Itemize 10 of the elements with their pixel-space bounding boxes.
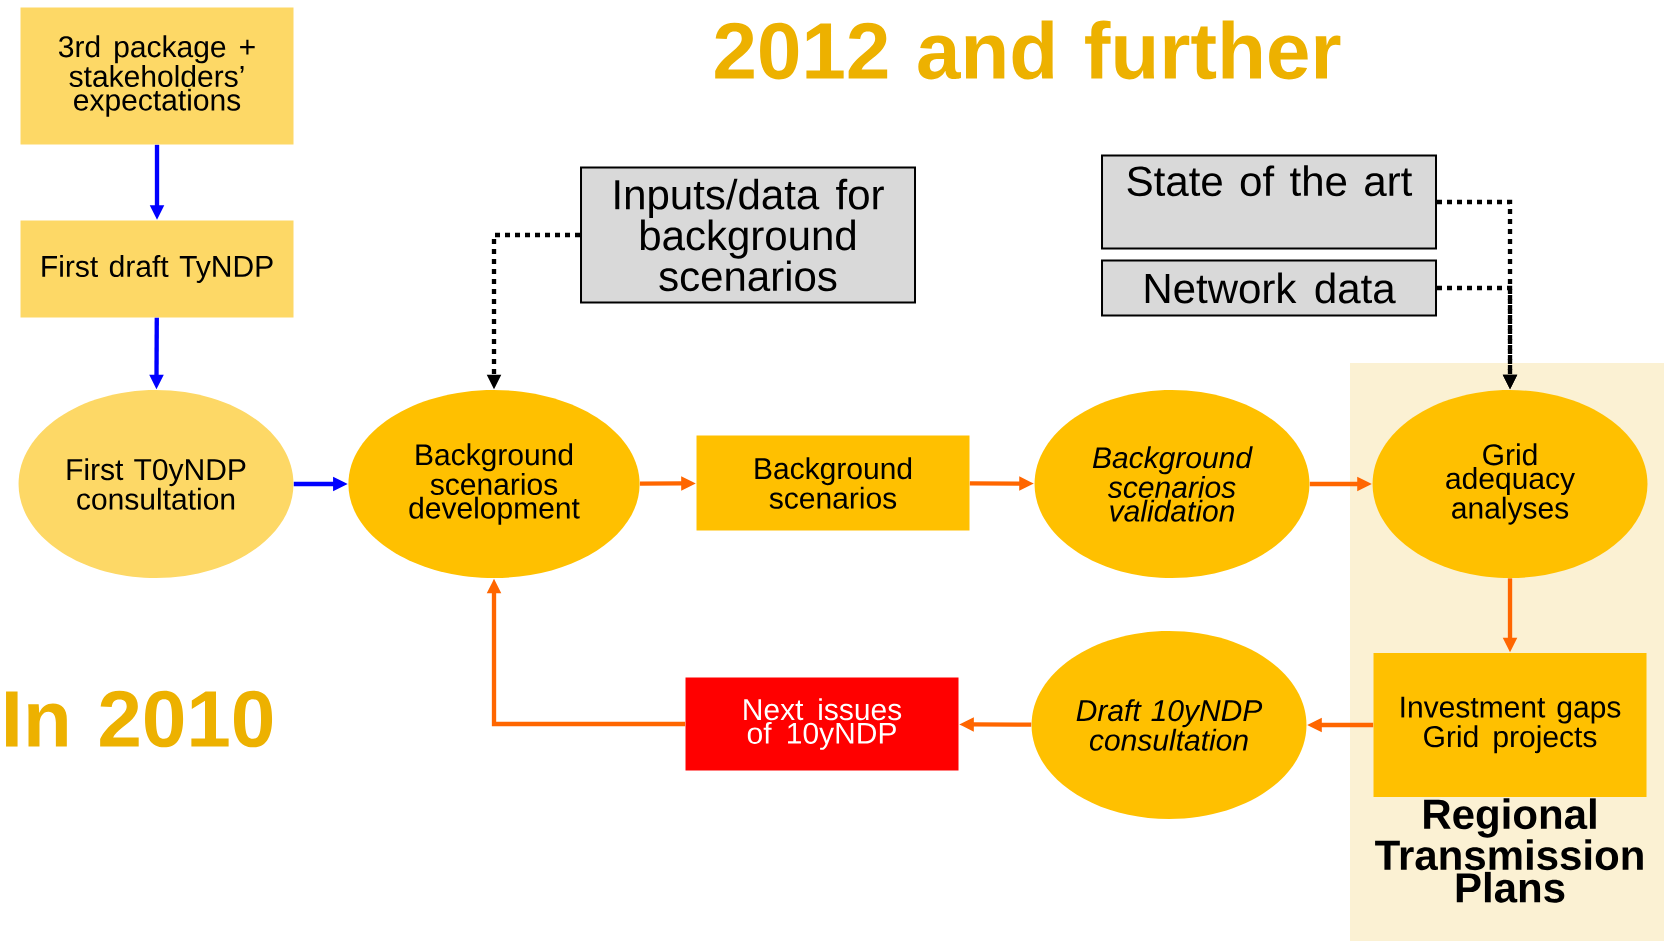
process-box: Investment gaps Grid projects — [1373, 653, 1647, 797]
title: 2012 and further — [715, 20, 1341, 80]
process-box: First draft TyNDP — [20, 220, 294, 318]
input-box: State of the art — [1101, 154, 1437, 250]
input-box: Network data — [1101, 259, 1437, 317]
input-box: Inputs/data for background scenarios — [580, 166, 916, 304]
process-box: 3rd package + stakeholders’ expectations — [20, 7, 294, 145]
process-box: Next issues of 10yNDP — [685, 677, 959, 771]
process-box: Background scenarios — [696, 435, 970, 531]
year-label: In 2010 — [6, 690, 273, 748]
